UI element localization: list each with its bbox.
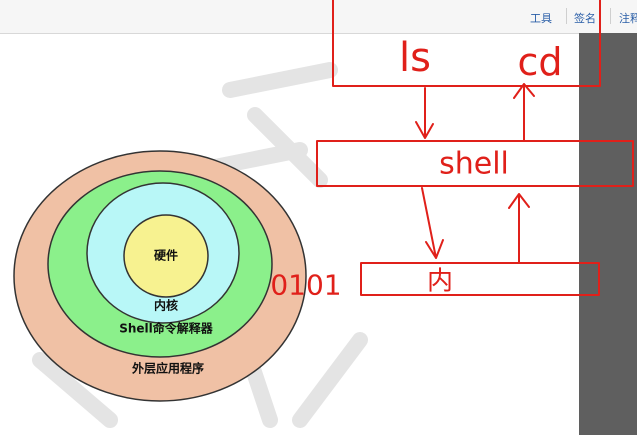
up-arrow <box>508 193 530 263</box>
pen-annotations <box>316 0 634 296</box>
shell-annotation: shell <box>439 146 509 182</box>
kernel-box <box>360 262 600 296</box>
hardware-core <box>123 214 209 298</box>
tools-menu[interactable]: 工具 <box>530 12 552 25</box>
comment-menu[interactable]: 注释 <box>619 12 637 25</box>
binary-annotation: 0101 <box>270 268 342 302</box>
sign-menu[interactable]: 签名 <box>574 12 596 25</box>
apps-label: 外层应用程序 <box>131 361 205 376</box>
top-toolbar: 工具 签名 注释 <box>0 0 637 34</box>
up-arrow <box>513 83 535 141</box>
hardware-label: 硬件 <box>153 248 179 263</box>
shell-label: Shell命令解释器 <box>119 321 213 336</box>
kernel-label: 内核 <box>153 298 179 313</box>
ls-annotation: ls <box>399 35 431 81</box>
side-panel <box>579 33 637 435</box>
shell-box <box>316 140 634 187</box>
top-annotation-box <box>332 0 601 87</box>
toolbar-divider <box>566 8 567 24</box>
toolbar-divider <box>610 8 611 24</box>
cd-annotation: cd <box>517 40 563 84</box>
os-layer-diagram <box>13 150 307 402</box>
kernel-annotation: 内 <box>426 266 454 297</box>
down-arrow <box>421 187 444 259</box>
down-arrow <box>415 87 434 139</box>
